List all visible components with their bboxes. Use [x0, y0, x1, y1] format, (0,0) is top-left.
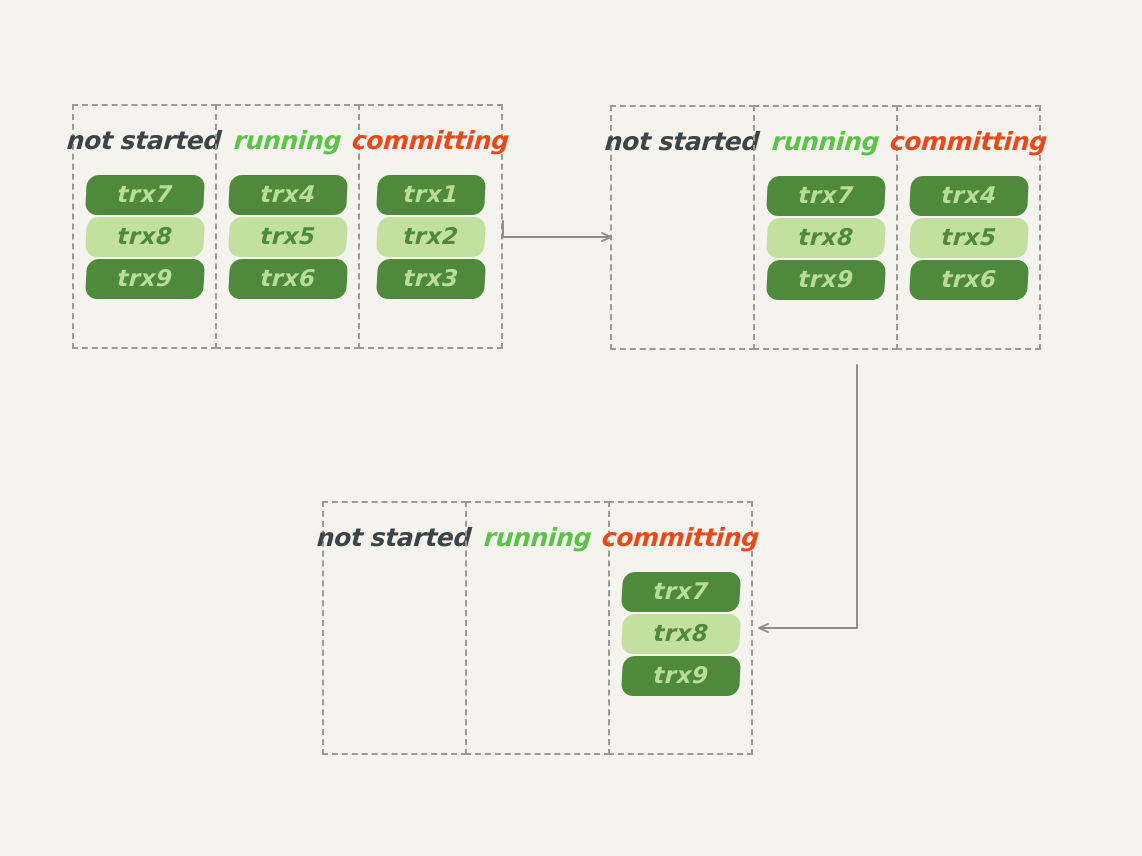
- arrow-group2-to-group3: [758, 364, 858, 633]
- column-committing: committing trx7 trx8 trx9: [601, 501, 760, 755]
- column-title-committing: committing: [351, 126, 510, 155]
- transaction-pill[interactable]: trx8: [765, 218, 886, 258]
- state-group-2: not started running trx7 trx8 trx9 commi…: [604, 105, 1048, 350]
- column-title-running: running: [232, 126, 343, 155]
- transaction-pill[interactable]: trx4: [908, 176, 1029, 216]
- column-title-committing: committing: [601, 523, 760, 552]
- column-committing: committing trx4 trx5 trx6: [889, 105, 1048, 350]
- column-title-not-started: not started: [604, 127, 761, 156]
- transaction-pill[interactable]: trx8: [84, 217, 205, 257]
- arrow-group1-to-group2: [502, 220, 612, 242]
- column-title-not-started: not started: [316, 523, 473, 552]
- column-title-committing: committing: [889, 127, 1048, 156]
- transaction-pill[interactable]: trx5: [908, 218, 1029, 258]
- column-running: running trx4 trx5 trx6: [215, 104, 360, 349]
- transaction-pill[interactable]: trx9: [765, 260, 886, 300]
- column-title-not-started: not started: [66, 126, 223, 155]
- transaction-pill[interactable]: trx6: [908, 260, 1029, 300]
- transaction-pill[interactable]: trx9: [620, 656, 741, 696]
- transaction-pill[interactable]: trx1: [375, 175, 486, 215]
- column-committing: committing trx1 trx2 trx3: [351, 104, 510, 349]
- pill-stack-committing: trx7 trx8 trx9: [620, 572, 741, 696]
- column-running: running: [465, 501, 610, 755]
- transaction-pill[interactable]: trx7: [765, 176, 886, 216]
- state-group-3: not started running committing trx7 trx8…: [316, 501, 760, 755]
- transaction-pill[interactable]: trx8: [620, 614, 741, 654]
- column-title-running: running: [770, 127, 881, 156]
- transaction-pill[interactable]: trx7: [84, 175, 205, 215]
- state-group-1: not started trx7 trx8 trx9 running trx4 …: [66, 104, 510, 349]
- column-running: running trx7 trx8 trx9: [753, 105, 898, 350]
- transaction-pill[interactable]: trx7: [620, 572, 741, 612]
- pill-stack-running: trx4 trx5 trx6: [227, 175, 348, 299]
- column-not-started: not started: [316, 501, 473, 755]
- transaction-pill[interactable]: trx9: [84, 259, 205, 299]
- column-title-running: running: [482, 523, 593, 552]
- pill-stack-committing: trx4 trx5 trx6: [908, 176, 1029, 300]
- transaction-pill[interactable]: trx4: [227, 175, 348, 215]
- transaction-pill[interactable]: trx2: [375, 217, 486, 257]
- pill-stack-running: trx7 trx8 trx9: [765, 176, 886, 300]
- pill-stack-not-started: trx7 trx8 trx9: [84, 175, 205, 299]
- column-not-started: not started trx7 trx8 trx9: [66, 104, 223, 349]
- transaction-pill[interactable]: trx5: [227, 217, 348, 257]
- transaction-pill[interactable]: trx6: [227, 259, 348, 299]
- column-not-started: not started: [604, 105, 761, 350]
- transaction-pill[interactable]: trx3: [375, 259, 486, 299]
- pill-stack-committing: trx1 trx2 trx3: [375, 175, 486, 299]
